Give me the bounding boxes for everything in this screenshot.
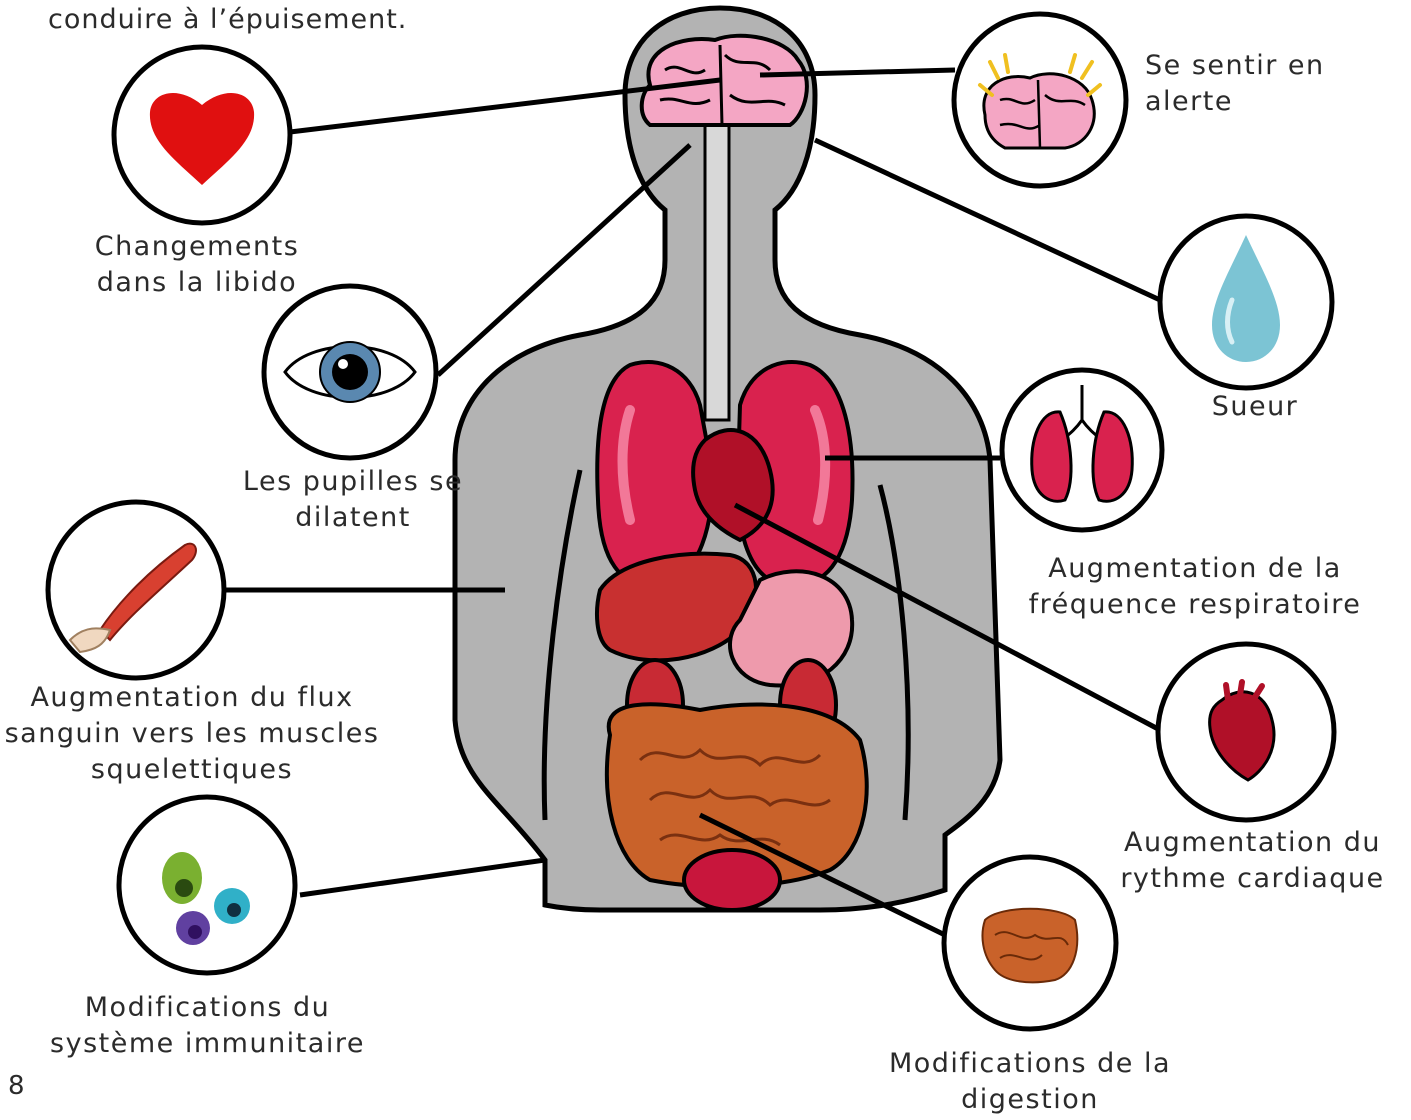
label-line: Sueur [1180, 389, 1330, 425]
label-line: digestion [880, 1082, 1180, 1118]
label-line: Modifications de la [880, 1046, 1180, 1082]
label-line: Augmentation du [1110, 825, 1395, 861]
bladder [684, 850, 780, 910]
label-line: système immunitaire [40, 1026, 375, 1062]
eye-icon [264, 286, 436, 458]
spinal-cord [705, 120, 729, 420]
page-number: 8 [8, 1068, 26, 1104]
label-heart-rate: Augmentation du rythme cardiaque [1110, 825, 1395, 897]
label-line: Se sentir en [1145, 48, 1325, 84]
immune-cells-icon [119, 797, 295, 973]
label-libido: Changements dans la libido [62, 229, 332, 301]
label-line: squelettiques [0, 752, 384, 788]
label-line: Modifications du [40, 990, 375, 1026]
label-line: Augmentation de la [1020, 551, 1370, 587]
label-line: Augmentation du flux [0, 680, 384, 716]
lungs-icon [1002, 370, 1162, 530]
water-drop-icon [1160, 216, 1332, 388]
label-line: fréquence respiratoire [1020, 587, 1370, 623]
label-line: rythme cardiaque [1110, 861, 1395, 897]
intro-text: conduire à l’épuisement. [48, 2, 407, 38]
label-sweat: Sueur [1180, 389, 1330, 425]
brain-icon [954, 14, 1126, 186]
label-line: Les pupilles se [222, 464, 484, 500]
label-line: sanguin vers les muscles [0, 716, 384, 752]
label-line: Changements [62, 229, 332, 265]
label-muscles: Augmentation du flux sanguin vers les mu… [0, 680, 384, 788]
label-immune: Modifications du système immunitaire [40, 990, 375, 1062]
label-pupils: Les pupilles se dilatent [222, 464, 484, 536]
label-respiration: Augmentation de la fréquence respiratoir… [1020, 551, 1370, 623]
muscle-icon [48, 502, 224, 678]
brain-organ [642, 36, 807, 125]
label-digestion: Modifications de la digestion [880, 1046, 1180, 1118]
label-line: dans la libido [62, 265, 332, 301]
label-alert: Se sentir en alerte [1145, 48, 1325, 120]
intestine-icon [944, 857, 1116, 1029]
heart-icon [114, 47, 290, 223]
label-line: alerte [1145, 84, 1325, 120]
heart-organ-icon [1158, 644, 1334, 820]
label-line: dilatent [222, 500, 484, 536]
